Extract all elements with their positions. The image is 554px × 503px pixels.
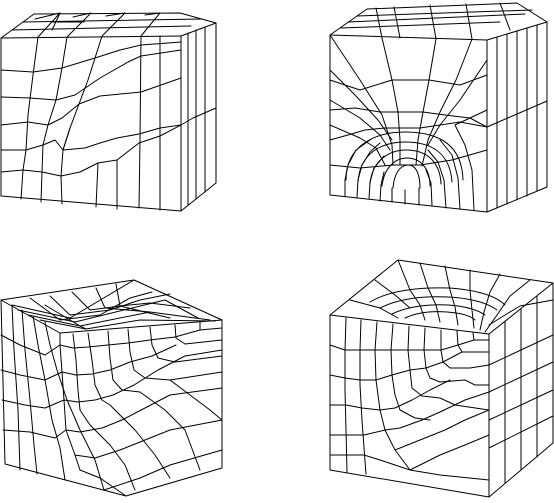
panel-a-top-right-edge: [181, 23, 216, 36]
panel-b-front-top-edge: [330, 35, 487, 40]
panel-b-right-face: [487, 25, 547, 208]
panel-a-front-top-edge: [1, 36, 181, 38]
panel-c-top-face: [12, 280, 215, 329]
panel-b-outline: [330, 3, 547, 212]
panel-d-hex-mesh-cube: [330, 260, 553, 497]
panel-d-front-face: [330, 318, 489, 480]
panel-b-hex-mesh-cube: [330, 3, 547, 212]
panel-d-outline: [330, 260, 553, 497]
panel-a-outline: [1, 13, 216, 211]
panel-a-hex-mesh-cube: [1, 13, 216, 211]
panel-a-right-face: [181, 27, 216, 205]
panel-a-front-face-verticals: [21, 36, 160, 210]
panel-a-top-face: [12, 13, 202, 37]
panel-b-front-face-rings: [330, 75, 487, 188]
panel-b-top-face: [341, 3, 532, 39]
panel-a-front-face-horizontals: [1, 42, 181, 176]
panel-c-hex-mesh-cube: [1, 280, 222, 496]
panel-c-front-face: [60, 322, 222, 496]
panel-c-left-face: [1, 305, 104, 490]
panel-d-right-face: [489, 296, 553, 483]
panel-d-front-top-edge: [330, 283, 553, 334]
panel-c-outline: [1, 280, 222, 496]
